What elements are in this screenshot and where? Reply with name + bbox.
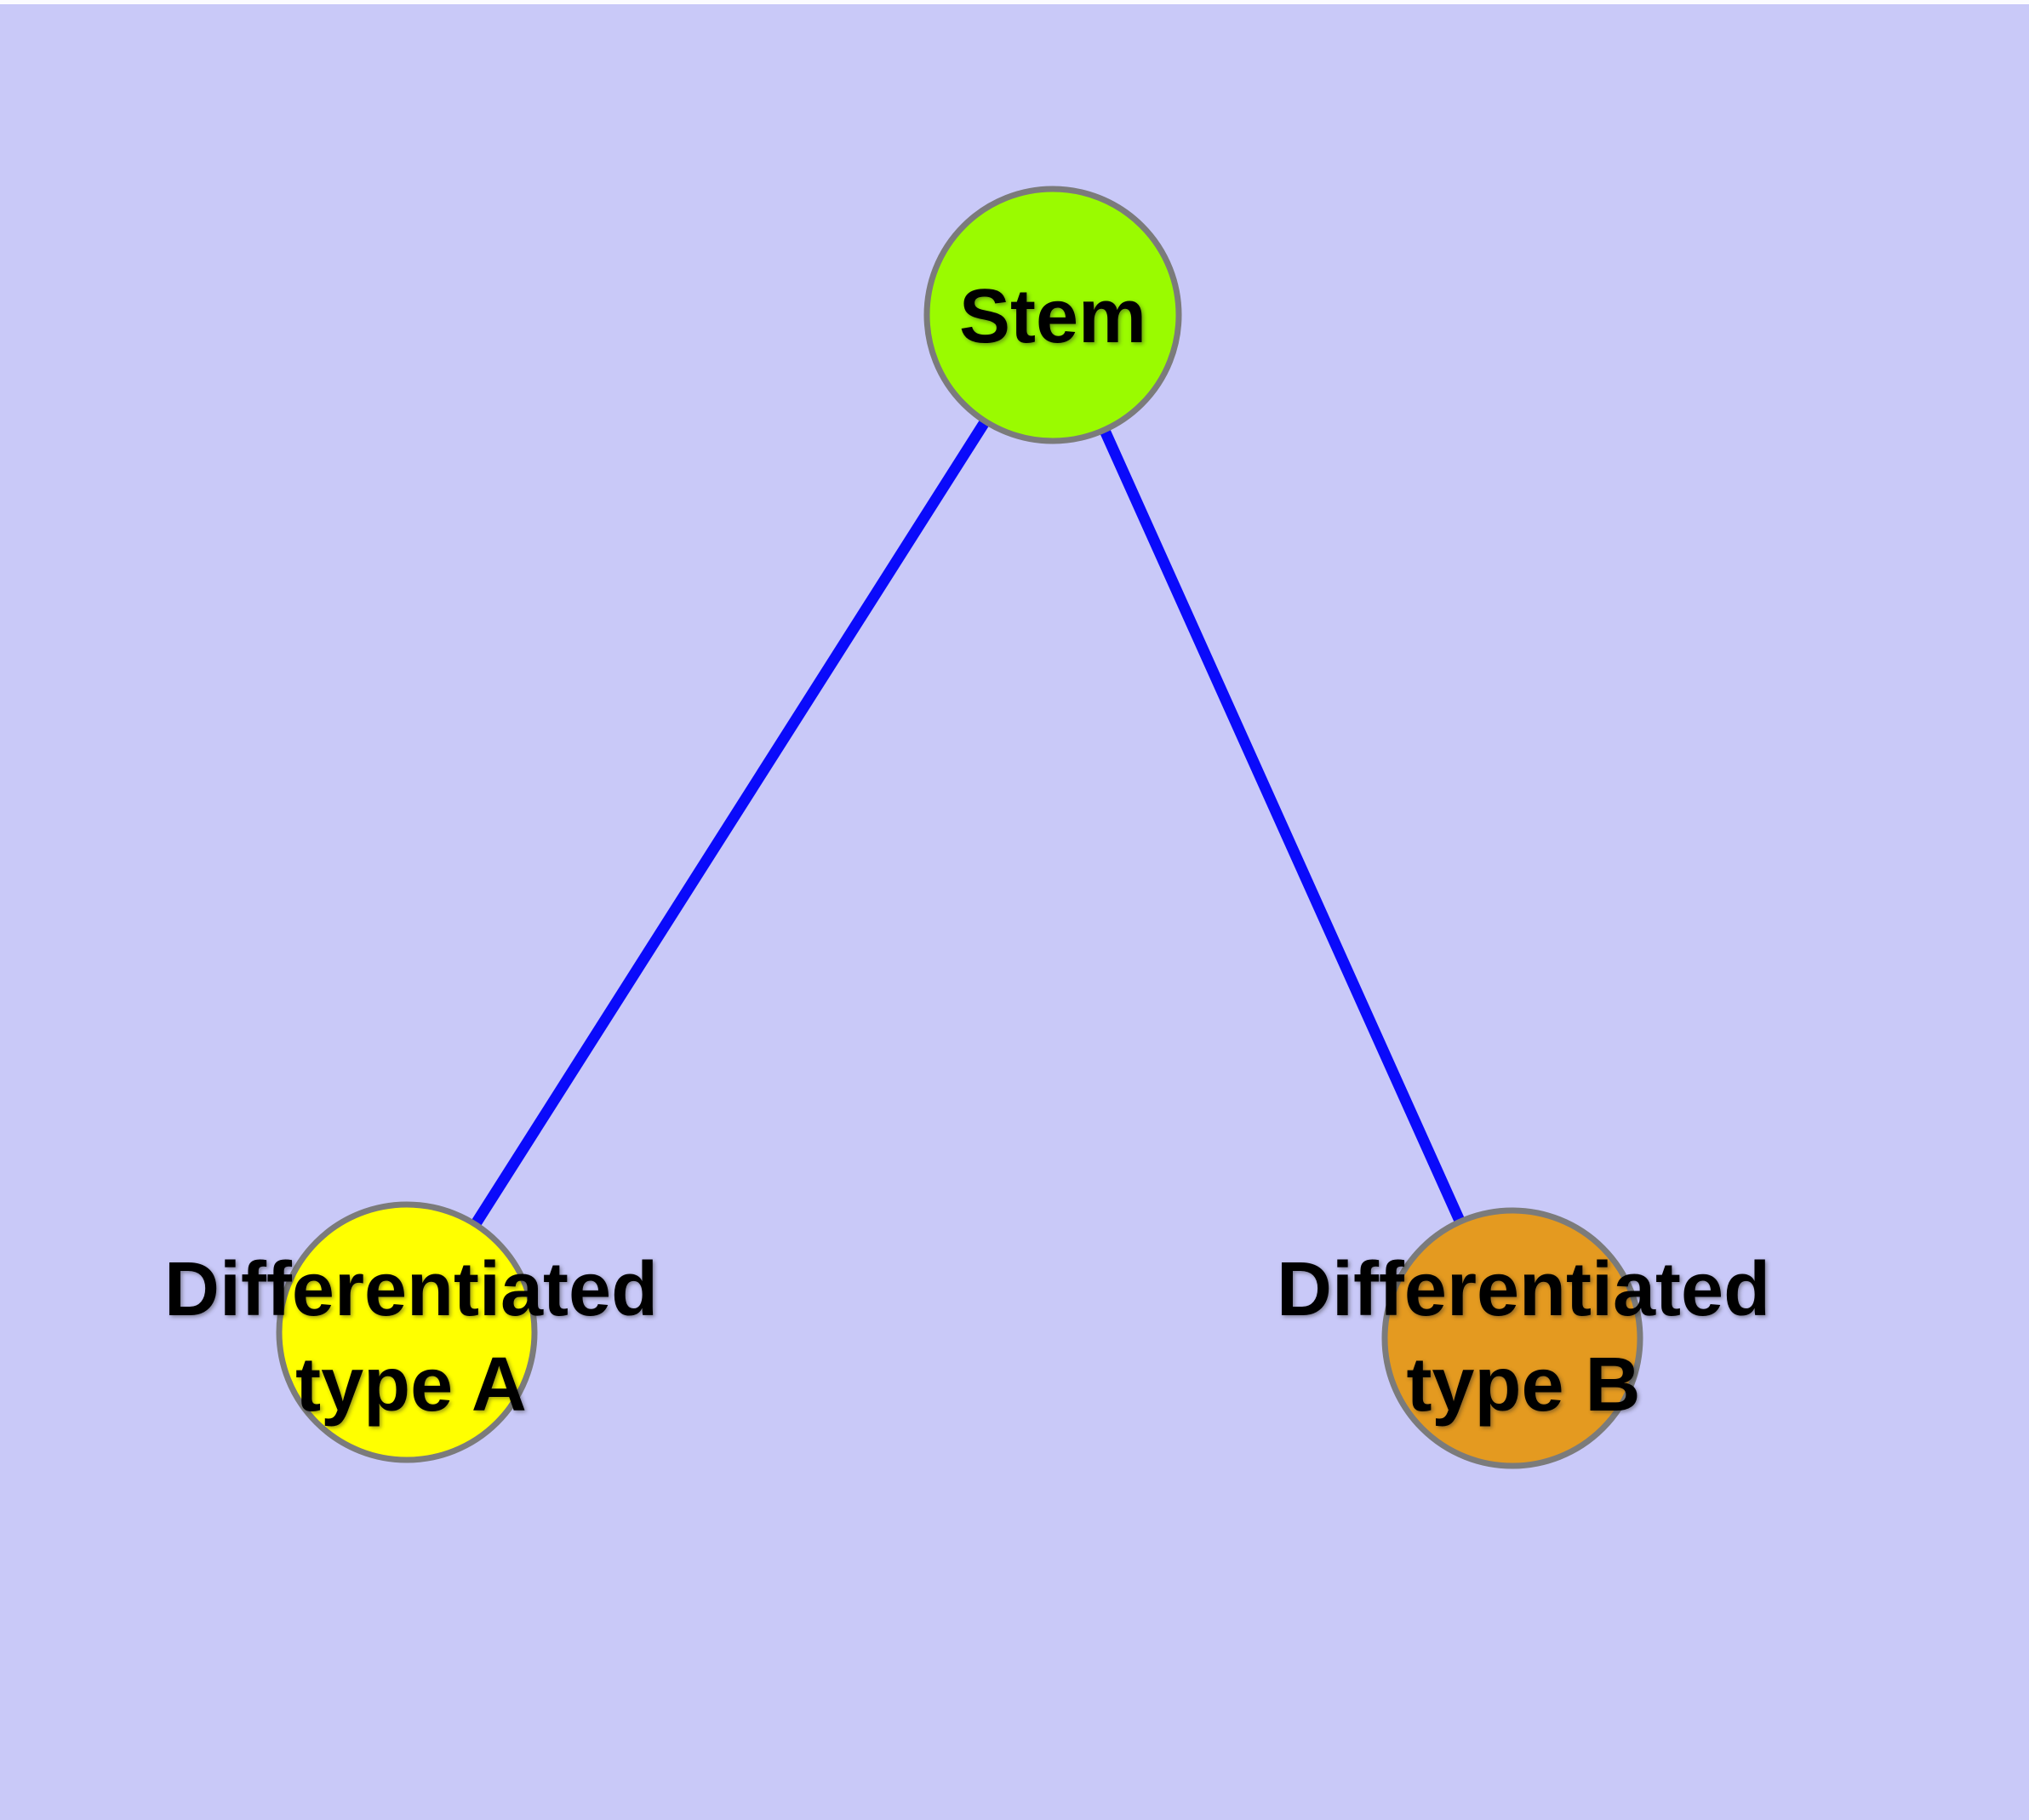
edge-stem-to-type-a[interactable] <box>402 312 1058 1336</box>
node-stem-label: Stem <box>958 274 1147 359</box>
node-type-b-label-line2: type B <box>1406 1342 1641 1428</box>
node-type-b-label-line1: Differentiated <box>1276 1247 1771 1332</box>
node-type-a-label-line2: type A <box>295 1342 527 1428</box>
node-type-a-label: Differentiated type A <box>164 1242 658 1433</box>
node-type-a-circle[interactable] <box>276 1201 538 1463</box>
node-type-b-label: Differentiated type B <box>1277 1242 1770 1433</box>
window-top-strip <box>0 0 2029 4</box>
edge-stem-to-type-b[interactable] <box>1048 312 1517 1341</box>
node-type-b-circle[interactable] <box>1381 1207 1643 1469</box>
node-type-a-label-line1: Differentiated <box>163 1247 659 1332</box>
node-stem-circle[interactable] <box>923 186 1182 444</box>
